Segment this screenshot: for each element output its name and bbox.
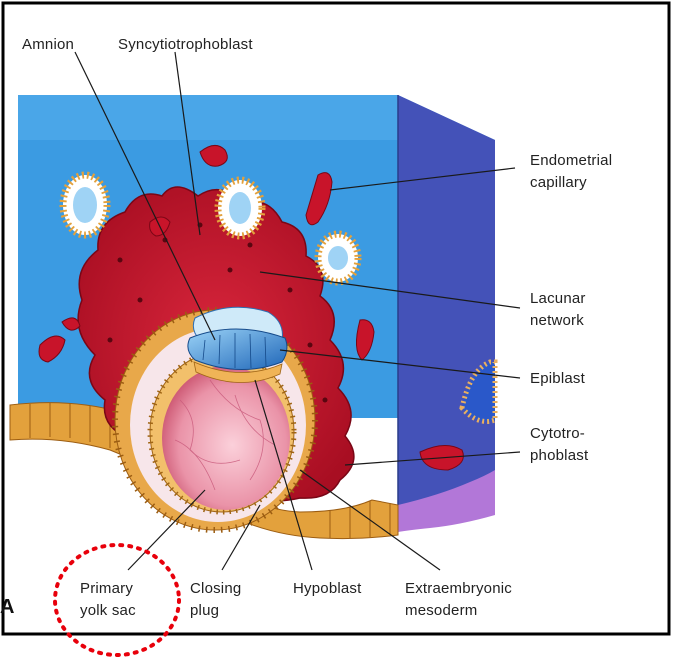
- label-closing-plug: Closing plug: [190, 578, 241, 622]
- label-lacunar-network: Lacunar network: [530, 288, 586, 332]
- endometrium-front-face-top: [18, 95, 398, 140]
- label-cytotrophoblast: Cytotro- phoblast: [530, 423, 588, 467]
- label-epiblast: Epiblast: [530, 368, 585, 390]
- label-hypoblast: Hypoblast: [293, 578, 362, 600]
- primary-yolk-sac-cavity: [162, 366, 290, 510]
- label-amnion: Amnion: [22, 34, 74, 56]
- label-extraembryonic-mesoderm: Extraembryonic mesoderm: [405, 578, 512, 622]
- label-endometrial-capillary: Endometrial capillary: [530, 150, 612, 194]
- panel-letter: A: [0, 596, 14, 619]
- label-primary-yolk-sac: Primary yolk sac: [80, 578, 136, 622]
- label-syncytiotrophoblast: Syncytiotrophoblast: [118, 34, 253, 56]
